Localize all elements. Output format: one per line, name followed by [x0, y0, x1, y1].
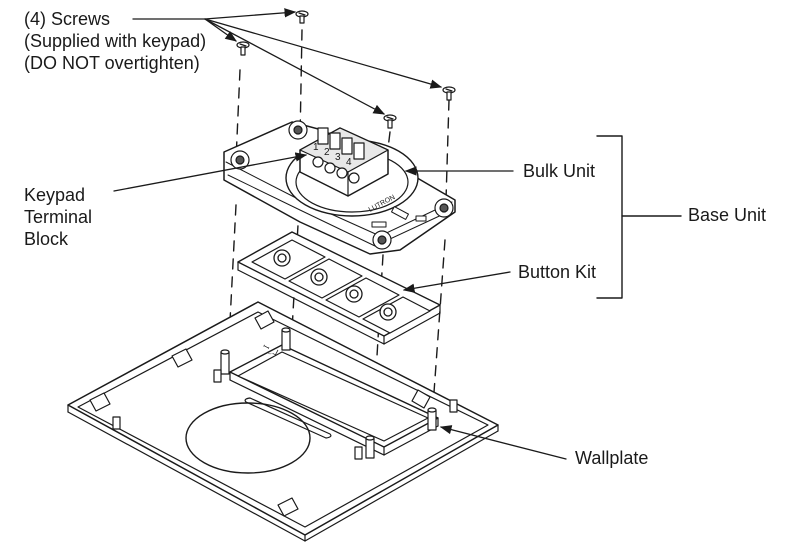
screw-4 — [442, 86, 456, 101]
terminal-number-4: 4 — [346, 157, 352, 168]
terminal-number-2: 2 — [324, 147, 330, 158]
keypad-terminal-leader — [113, 152, 308, 192]
keypad-terminal-block-label: Keypad Terminal Block — [24, 184, 92, 250]
terminal-number-3: 3 — [335, 152, 341, 163]
keypad-label-line-3: Block — [24, 229, 69, 249]
screws — [236, 10, 456, 129]
terminal-number-1: 1 — [313, 142, 319, 153]
bulk-unit-mounting-holes — [230, 120, 454, 250]
button-kit-part — [237, 231, 441, 345]
leader-lines — [113, 8, 682, 460]
keypad-terminal-block: 1 2 3 4 — [299, 127, 389, 197]
wallplate-round-hole — [185, 402, 311, 474]
button-kit-actuators — [273, 249, 397, 321]
wallplate-part: ꟷ‿ᒧ — [67, 301, 499, 542]
keypad-label-line-2: Terminal — [24, 207, 93, 227]
terminal-wire-holes — [312, 156, 360, 184]
screw-1 — [295, 10, 309, 24]
wallplate-clips — [89, 310, 431, 517]
button-kit-leader — [402, 271, 511, 293]
base-unit-bracket — [596, 135, 623, 299]
screw-2 — [236, 41, 250, 56]
wallplate-leader — [439, 425, 567, 460]
wallplate-posts — [112, 327, 458, 460]
terminal-screw-slots — [317, 127, 365, 160]
screws-label-line-3: (DO NOT overtighten) — [24, 53, 200, 73]
base-unit-label: Base Unit — [688, 205, 767, 225]
bulk-unit-label: Bulk Unit — [523, 161, 596, 181]
screws-label-line-2: (Supplied with keypad) — [24, 31, 207, 51]
screw-3 — [383, 114, 397, 129]
screws-label: (4) Screws (Supplied with keypad) (DO NO… — [24, 8, 206, 74]
keypad-label-line-1: Keypad — [24, 185, 86, 205]
button-kit-label: Button Kit — [518, 262, 597, 282]
screws-label-line-1: (4) Screws — [24, 9, 111, 29]
wallplate-label: Wallplate — [575, 448, 649, 468]
